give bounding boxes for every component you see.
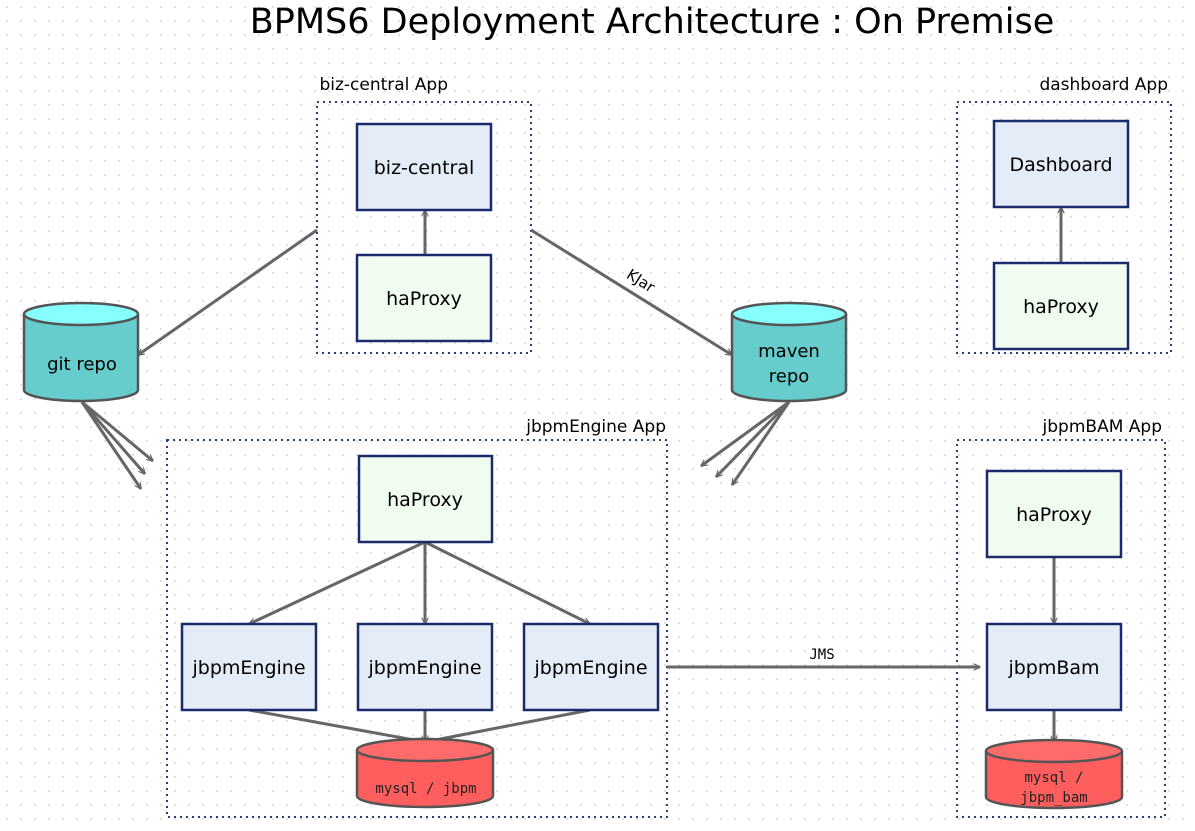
dash-haproxy-label: haProxy [1023, 296, 1099, 318]
edge-engine-1-to-mysql [248, 708, 425, 742]
group-label-jbpm-engine: jbpmEngine App [525, 417, 666, 437]
biz-central-box[interactable] [355, 122, 493, 212]
git-repo-label: git repo [47, 354, 117, 375]
edge-label-jms: JMS [809, 647, 834, 663]
biz-haproxy-label: haProxy [386, 288, 462, 310]
jbpm-engine-label-3: jbpmEngine [533, 657, 647, 679]
edges [80, 207, 1061, 742]
maven-repo-label-line-2: repo [769, 366, 810, 387]
maven-repo-cylinder[interactable] [730, 301, 848, 403]
jbpm-engine-box-2[interactable] [356, 622, 494, 712]
mysql-jbpm-top [355, 737, 495, 763]
maven-repo-body [730, 314, 848, 403]
group-dashboard [956, 101, 1172, 354]
edge-git-to-engine-1 [81, 400, 153, 463]
group-label-biz-central: biz-central App [319, 75, 448, 95]
dashboard-box[interactable] [992, 119, 1130, 209]
biz-haproxy-box[interactable] [355, 253, 493, 343]
group-label-dashboard: dashboard App [1039, 75, 1168, 95]
jbpm-bam-box[interactable] [985, 622, 1123, 712]
biz-central-label: biz-central [374, 157, 475, 179]
git-repo-cylinder[interactable] [22, 301, 140, 403]
edge-haproxy-to-engine-1 [249, 540, 426, 626]
mysql-bam-body [984, 751, 1124, 810]
engine-haproxy-label: haProxy [387, 489, 463, 511]
edge-maven-to-engine-2 [716, 400, 791, 477]
bam-haproxy-box[interactable] [985, 469, 1123, 559]
edge-biz-central-to-maven-repo [530, 228, 732, 357]
maven-repo-top [730, 301, 848, 327]
dash-haproxy-box[interactable] [992, 261, 1130, 351]
group-label-jbpm-bam: jbpmBAM App [1042, 417, 1162, 437]
mysql-bam-cylinder[interactable] [984, 738, 1124, 810]
engine-haproxy-box[interactable] [357, 454, 494, 544]
edge-maven-to-engine-3 [730, 401, 791, 485]
diagram-title: BPMS6 Deployment Architecture : On Premi… [250, 2, 1055, 42]
jbpm-engine-box-3[interactable] [522, 622, 660, 712]
mysql-bam-label-line-2: jbpm_bam [1020, 790, 1087, 806]
jbpm-engine-label-2: jbpmEngine [367, 657, 481, 679]
group-jbpm-bam [956, 439, 1166, 818]
mysql-jbpm-cylinder[interactable] [355, 737, 495, 809]
git-repo-top [22, 301, 140, 327]
edge-maven-to-engine-1 [701, 400, 790, 468]
edge-biz-central-to-git-repo [138, 228, 318, 357]
git-repo-body [22, 314, 140, 403]
edge-git-to-engine-3 [80, 401, 143, 489]
mysql-jbpm-label: mysql / jbpm [375, 781, 476, 797]
edge-git-to-engine-2 [80, 401, 147, 474]
bam-haproxy-label: haProxy [1016, 504, 1092, 526]
edge-engine-3-to-mysql [425, 708, 591, 742]
jbpm-engine-box-1[interactable] [180, 622, 318, 712]
group-biz-central [316, 101, 532, 354]
mysql-bam-top [984, 738, 1124, 764]
maven-repo-label-line-1: maven [758, 341, 820, 362]
mysql-jbpm-body [355, 750, 495, 809]
dashboard-label: Dashboard [1009, 154, 1112, 176]
mysql-bam-label-line-1: mysql / [1024, 770, 1083, 786]
jbpm-bam-label: jbpmBam [1007, 657, 1099, 679]
jbpm-engine-label-1: jbpmEngine [191, 657, 305, 679]
edge-haproxy-to-engine-3 [424, 540, 590, 626]
